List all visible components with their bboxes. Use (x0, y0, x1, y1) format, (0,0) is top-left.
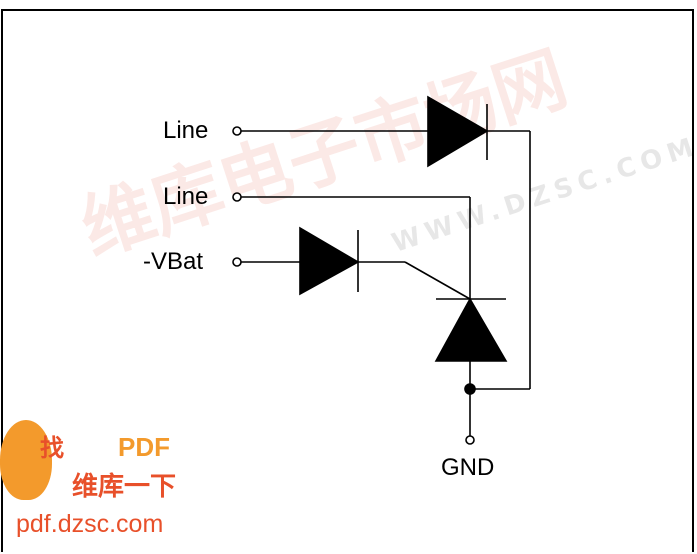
mascot-icon (0, 420, 52, 500)
label-gnd: GND (441, 454, 495, 481)
label-vbat: -VBat (143, 248, 204, 275)
site-logo: 找 PDF 维库一下 pdf.dzsc.com (0, 400, 200, 554)
terminal-gnd (465, 435, 475, 445)
diode-vbat (299, 226, 360, 296)
logo-pdf-text: PDF (118, 432, 170, 462)
logo-sub-text: 维库一下 (72, 472, 177, 502)
terminal-line-mid (232, 192, 242, 202)
logo-find-text: 找 (40, 434, 64, 462)
wire-vbat-diag (404, 261, 471, 300)
junction-dot (464, 383, 476, 395)
diagram-frame (1, 9, 694, 552)
logo-url-text: pdf.dzsc.com (16, 510, 164, 538)
terminal-vbat (232, 257, 242, 267)
label-line-top: Line (163, 117, 209, 144)
diode-top (427, 95, 489, 168)
label-line-mid: Line (163, 183, 209, 210)
diode-vertical (434, 297, 508, 362)
terminal-line-top (232, 126, 242, 136)
